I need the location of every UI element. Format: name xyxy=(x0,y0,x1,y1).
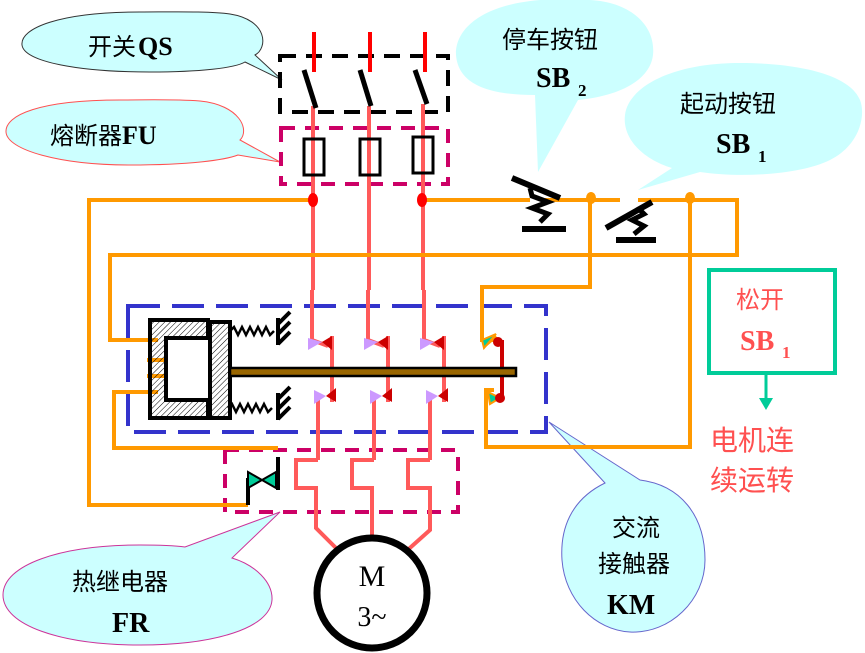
junction-dots xyxy=(308,192,695,207)
sb2-stop-button xyxy=(510,175,566,232)
callout-fr-cn: 热继电器 xyxy=(72,568,168,596)
note-box-code: SB xyxy=(740,326,774,357)
main-contacts xyxy=(308,336,448,404)
fuses xyxy=(302,135,435,177)
callout-qs: 开关 QS xyxy=(21,11,283,81)
arrow-down-icon xyxy=(759,398,773,410)
km-electromagnet xyxy=(148,310,518,421)
callout-km-code: KM xyxy=(607,590,655,621)
callout-fu: 熔断器 FU xyxy=(5,99,281,166)
km-box xyxy=(126,304,548,434)
callout-km-cn2: 接触器 xyxy=(598,550,670,578)
callout-sb1-cn: 起动按钮 xyxy=(680,90,776,118)
motor-phase: 3~ xyxy=(357,602,386,633)
fr-box xyxy=(223,448,460,514)
km-aux-contact xyxy=(480,333,505,406)
callout-sb1-sub: 1 xyxy=(758,147,767,166)
note-box-cn: 松开 xyxy=(736,286,784,314)
callout-km: 交流 接触器 KM xyxy=(548,421,706,633)
callout-sb2: 停车按钮 SB 2 xyxy=(455,0,654,172)
fu-box xyxy=(279,126,450,186)
callout-fr-code: FR xyxy=(112,608,150,639)
note-box-sub: 1 xyxy=(782,343,791,362)
callout-sb2-code: SB xyxy=(536,63,570,94)
callout-km-cn1: 交流 xyxy=(612,514,660,542)
callout-sb2-cn: 停车按钮 xyxy=(502,26,598,54)
callout-sb1-code: SB xyxy=(716,129,750,160)
fr-contact xyxy=(246,457,280,505)
sb1-start-button xyxy=(604,199,656,243)
callout-sb1: 起动按钮 SB 1 xyxy=(624,63,863,190)
qs-switch-blades xyxy=(301,69,430,109)
qs-box xyxy=(278,54,450,114)
motor-label: M xyxy=(359,560,386,593)
callout-qs-code: QS xyxy=(138,32,173,61)
callout-fu-code: FU xyxy=(122,121,157,150)
callout-fu-cn: 熔断器 xyxy=(50,122,122,150)
callout-fr: 热继电器 FR xyxy=(2,511,281,646)
callout-sb2-sub: 2 xyxy=(578,81,587,100)
callout-qs-cn: 开关 xyxy=(88,33,136,61)
motor: M 3~ xyxy=(313,534,431,652)
note-release-sb1: 松开 SB 1 电机连 续运转 xyxy=(707,268,837,497)
note-result-line2: 续运转 xyxy=(710,464,794,497)
note-result-line1: 电机连 xyxy=(710,424,794,457)
